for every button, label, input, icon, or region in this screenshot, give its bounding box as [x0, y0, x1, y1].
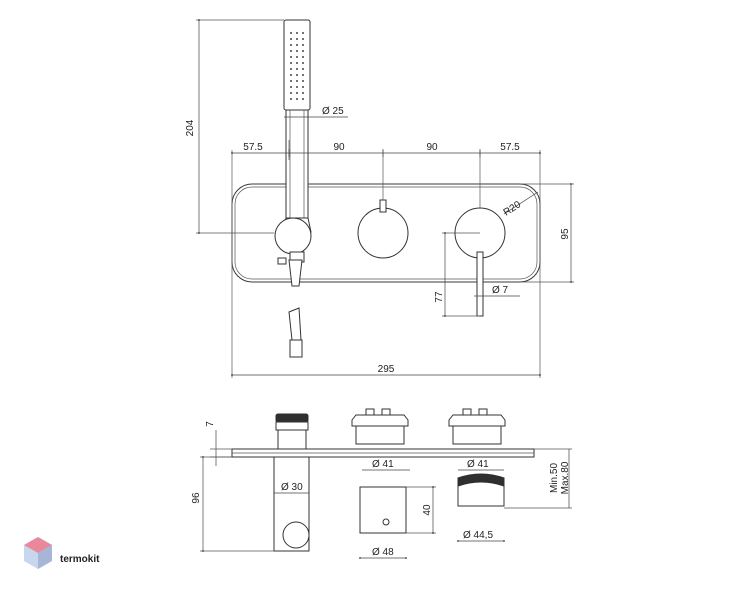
dim-lever-diameter: Ø 7 [492, 285, 509, 296]
dim-mixer-diameter-2: Ø 41 [467, 459, 489, 470]
dim-mixer-diameter-1: Ø 41 [372, 459, 394, 470]
side-mixer-center [351, 408, 409, 534]
side-outlet [273, 413, 310, 552]
outlet-knob [274, 217, 312, 358]
dim-spacing-1: 90 [333, 142, 345, 153]
dim-plate-height: 95 [560, 228, 571, 240]
brand-logo: termokit [24, 537, 100, 569]
dim-body-diameter: Ø 48 [372, 547, 394, 558]
dim-depth-min: Min.50 [549, 463, 560, 493]
dim-left-offset: 57.5 [243, 142, 263, 153]
mixer-knob-center [357, 199, 409, 259]
dim-right-offset: 57.5 [500, 142, 520, 153]
dim-outlet-height: 96 [191, 492, 202, 504]
dim-depth-max: Max.80 [560, 461, 571, 494]
dim-plate-thickness: 7 [205, 421, 216, 427]
dim-spacing-2: 90 [426, 142, 438, 153]
dim-lever-height: 77 [434, 291, 445, 303]
dim-hand-shower-height: 204 [185, 119, 196, 136]
side-mixer-right [448, 408, 506, 507]
side-view: Ø 41 Ø 41 Ø 30 Ø 48 Ø 44,5 40 7 96 Min.5… [191, 408, 572, 559]
dim-body-height: 40 [422, 504, 433, 516]
dim-outlet-diameter: Ø 30 [281, 482, 303, 493]
dim-overall-width: 295 [378, 364, 395, 375]
front-view: 57.5 90 90 57.5 204 Ø 25 95 R20 77 Ø 7 2… [185, 19, 574, 378]
dim-corner-radius: R20 [502, 199, 524, 218]
dim-hand-shower-diameter: Ø 25 [322, 106, 344, 117]
dim-handle-diameter: Ø 44,5 [463, 530, 493, 541]
brand-name: termokit [60, 554, 100, 565]
mixer-knob-right [454, 207, 506, 317]
hand-shower [282, 19, 312, 233]
